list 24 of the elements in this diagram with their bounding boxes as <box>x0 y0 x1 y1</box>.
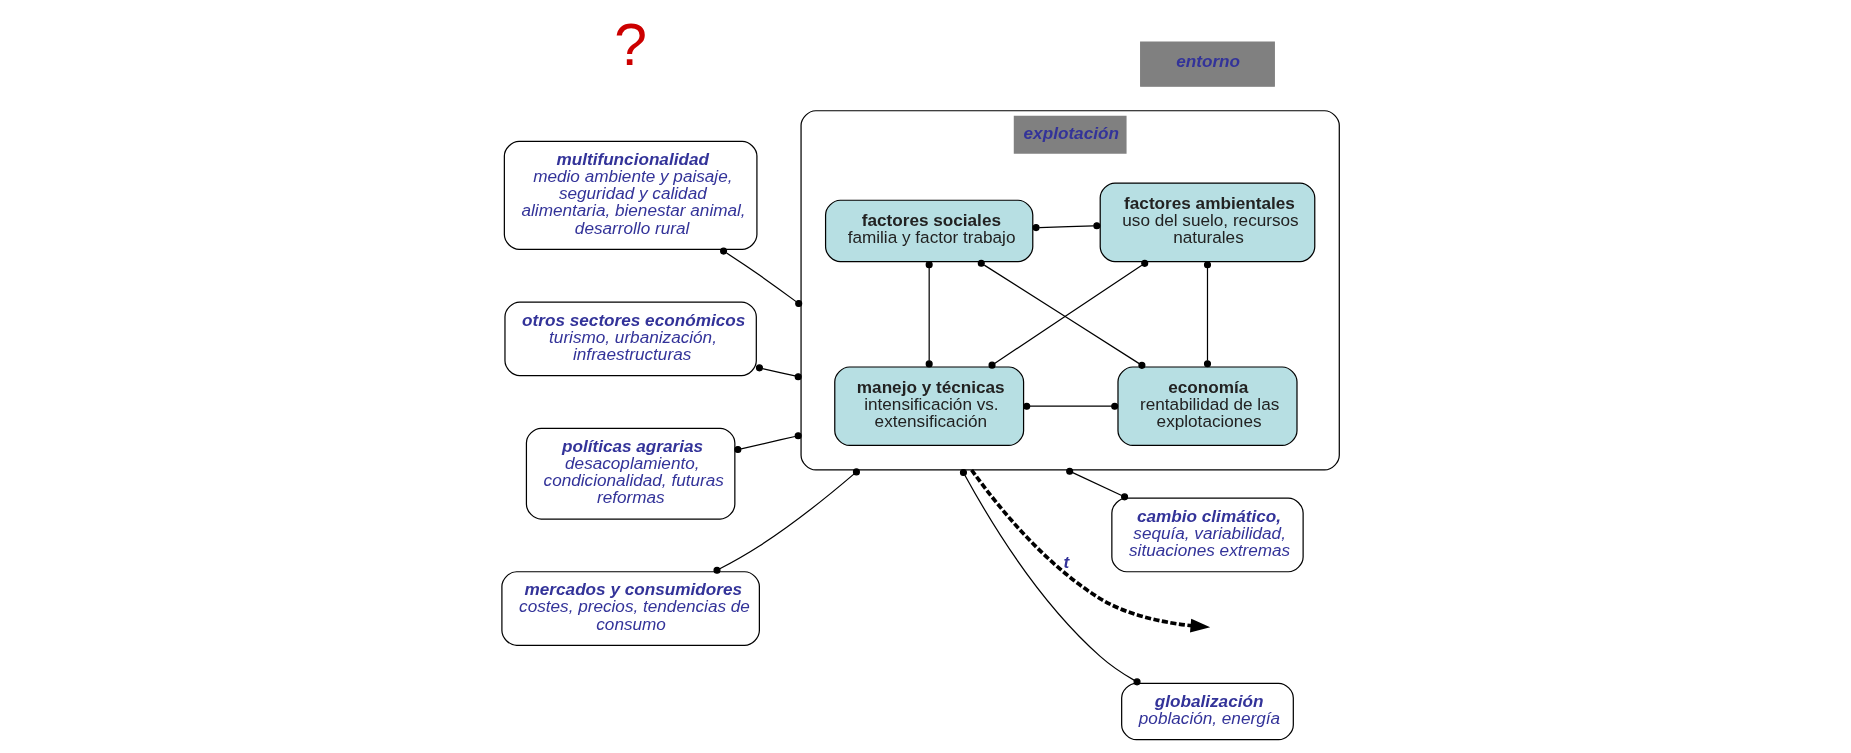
node-box: factores ambientales uso del suelo, recursos naturales <box>1099 182 1316 263</box>
connector <box>1066 467 1129 501</box>
connector <box>1032 222 1101 232</box>
connector <box>713 468 860 574</box>
node-box: multifuncionalidad medio ambiente y paisaje, seguridad y calidad alimentaria, bienestar animal, desarrollo rural <box>503 140 758 250</box>
node-box: otros sectores económicos turismo, urbanización, infraestructuras <box>504 301 757 377</box>
connector <box>925 261 933 368</box>
connector <box>1023 402 1119 410</box>
connector <box>734 432 802 454</box>
node-box: entorno <box>1140 41 1275 87</box>
connector <box>720 247 803 308</box>
connector <box>959 469 1141 686</box>
node-box: factores sociales familia y factor trabajo <box>824 199 1034 263</box>
edge-label: t <box>1063 552 1070 573</box>
node-box: manejo y técnicas intensificación vs. extensificación <box>834 366 1025 447</box>
node-box: políticas agrarias desacoplamiento, condicionalidad, futuras reformas <box>525 427 736 520</box>
connector <box>1203 261 1212 368</box>
node-box: economía rentabilidad de las explotaciones <box>1117 366 1298 447</box>
label: ? <box>614 12 647 78</box>
node-box: cambio climático, sequía, variabilidad, situaciones extremas <box>1111 497 1304 573</box>
arrow <box>959 468 1211 633</box>
node-box: mercados y consumidores costes, precios, tendencias de consumo <box>501 571 760 646</box>
node-box: globalización población, energía <box>1121 682 1294 741</box>
connector <box>755 364 802 381</box>
